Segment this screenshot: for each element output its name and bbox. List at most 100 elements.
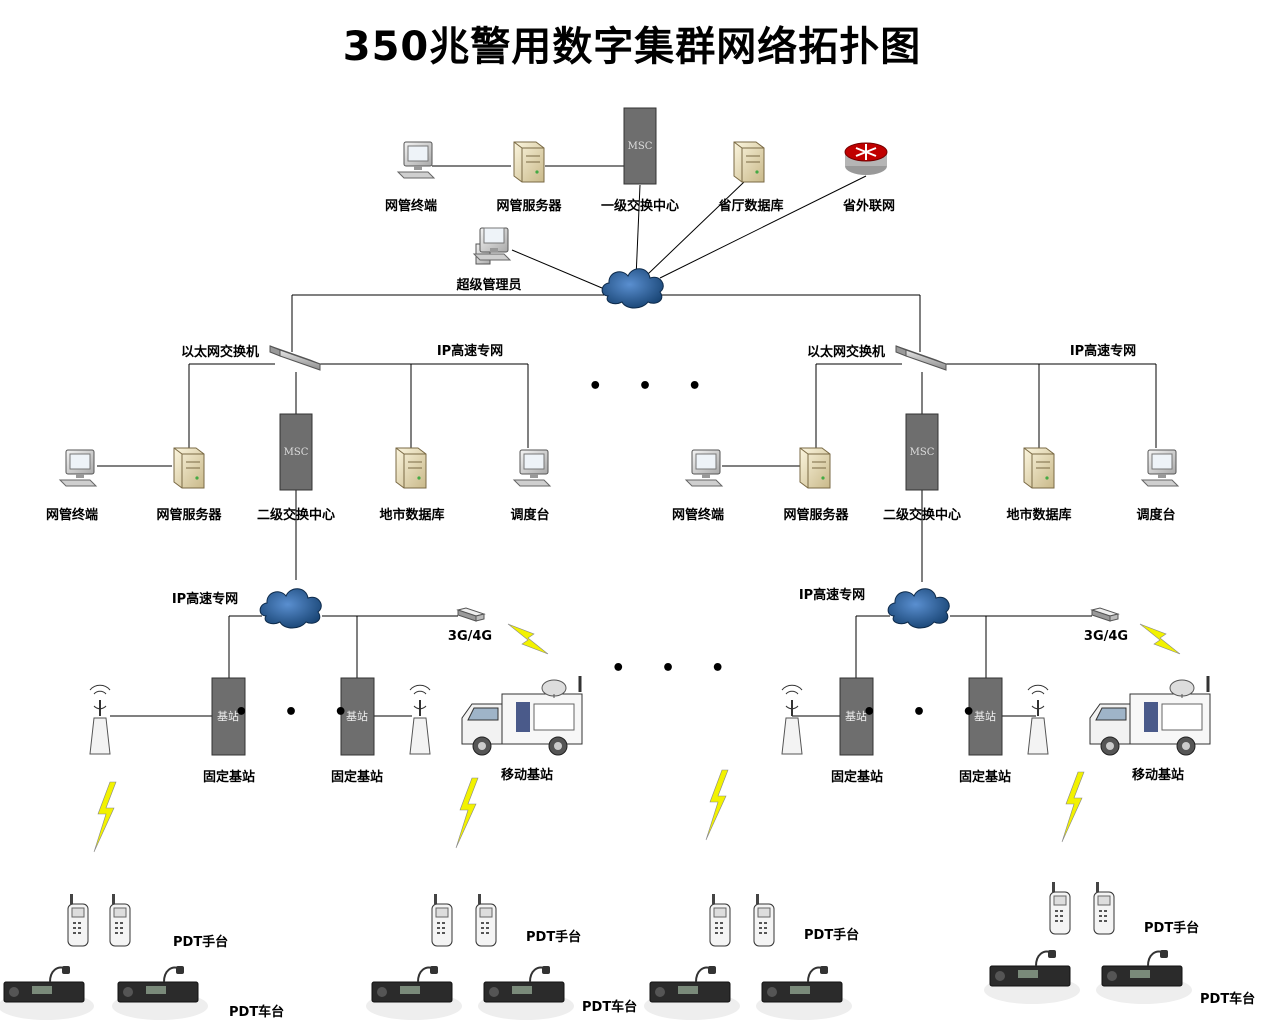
- msc-l1-box: MSC: [623, 107, 657, 185]
- pdt-vehicle-radio-icon: [644, 966, 740, 1020]
- label-nms-server: 网管服务器: [783, 508, 849, 523]
- antenna-tower-icon: [89, 684, 111, 755]
- label-city-db: 地市数据库: [1006, 508, 1072, 523]
- svg-text:MSC: MSC: [284, 447, 309, 458]
- label-fixed-bs: 固定基站: [330, 770, 384, 785]
- monitor-icon: [58, 449, 98, 487]
- msc-l2-box-left: MSC: [279, 413, 313, 491]
- label-pdt-vehicle: PDT车台: [1200, 992, 1256, 1007]
- lightning-bolt-icon: [1061, 771, 1085, 843]
- pdt-handset-icon: [431, 894, 453, 947]
- fixed-bs-box: 基站: [340, 677, 375, 756]
- label-super-admin: 超级管理员: [456, 278, 522, 293]
- monitor-icon: [512, 449, 552, 487]
- label-province-db: 省厅数据库: [718, 199, 784, 214]
- ellipsis: • • •: [862, 700, 990, 725]
- switch-icon: [269, 345, 321, 371]
- label-ip-net-lower: IP高速专网: [798, 588, 866, 603]
- fixed-bs-box: 基站: [839, 677, 874, 756]
- label-nms-server: 网管服务器: [156, 508, 222, 523]
- lightning-bolt-icon: [705, 769, 729, 841]
- msc-l2-box-right: MSC: [905, 413, 939, 491]
- label-pdt-handset: PDT手台: [1144, 921, 1200, 936]
- fixed-bs-box: 基站: [211, 677, 246, 756]
- label-external-net: 省外联网: [842, 199, 896, 214]
- svg-text:MSC: MSC: [628, 141, 653, 152]
- pdt-vehicle-radio-icon: [478, 966, 574, 1020]
- label-3g4g: 3G/4G: [447, 629, 493, 644]
- modem-icon: [456, 607, 486, 622]
- pdt-handset-icon: [1093, 882, 1115, 935]
- cloud-icon: [601, 268, 664, 309]
- modem-icon: [1090, 607, 1120, 622]
- server-icon: [513, 141, 545, 183]
- label-pdt-handset: PDT手台: [526, 930, 582, 945]
- switch-icon: [895, 345, 947, 371]
- label-fixed-bs: 固定基站: [202, 770, 256, 785]
- label-dispatch: 调度台: [510, 508, 550, 523]
- monitor-icon: [1140, 449, 1180, 487]
- label-city-db: 地市数据库: [379, 508, 445, 523]
- svg-text:基站: 基站: [346, 709, 368, 723]
- ellipsis: • • •: [611, 656, 739, 681]
- label-nms-terminal: 网管终端: [671, 508, 725, 523]
- svg-text:基站: 基站: [974, 709, 996, 723]
- server-icon: [1023, 447, 1055, 489]
- lightning-bolt-icon: [93, 781, 117, 853]
- label-mobile-bs: 移动基站: [500, 768, 554, 783]
- pdt-handset-icon: [753, 894, 775, 947]
- server-icon: [395, 447, 427, 489]
- pdt-handset-icon: [475, 894, 497, 947]
- router-icon: [844, 142, 888, 175]
- pdt-vehicle-radio-icon: [756, 966, 852, 1020]
- label-fixed-bs: 固定基站: [830, 770, 884, 785]
- pdt-handset-icon: [709, 894, 731, 947]
- label-msc-l2: 二级交换中心: [256, 508, 336, 523]
- computer-icon: [472, 227, 512, 265]
- label-ip-net: IP高速专网: [436, 344, 504, 359]
- bolt-icon: [507, 623, 549, 655]
- label-switch: 以太网交换机: [806, 345, 886, 360]
- svg-text:基站: 基站: [217, 709, 239, 723]
- lightning-bolt-icon: [455, 777, 479, 849]
- mobile-bs-truck-icon: [461, 676, 583, 756]
- label-switch: 以太网交换机: [180, 345, 260, 360]
- label-mobile-bs: 移动基站: [1131, 768, 1185, 783]
- label-pdt-handset: PDT手台: [173, 935, 229, 950]
- label-pdt-vehicle: PDT车台: [582, 1000, 638, 1015]
- label-top-nms-terminal: 网管终端: [384, 199, 438, 214]
- cloud-icon: [887, 588, 950, 629]
- pdt-vehicle-radio-icon: [984, 950, 1080, 1004]
- label-msc-l1: 一级交换中心: [600, 199, 680, 214]
- label-pdt-handset: PDT手台: [804, 928, 860, 943]
- monitor-icon: [396, 141, 436, 179]
- cloud-icon: [259, 588, 322, 629]
- pdt-handset-icon: [1049, 882, 1071, 935]
- server-icon: [799, 447, 831, 489]
- pdt-handset-icon: [67, 894, 89, 947]
- server-icon: [733, 141, 765, 183]
- pdt-vehicle-radio-icon: [1096, 950, 1192, 1004]
- label-msc-l2: 二级交换中心: [882, 508, 962, 523]
- mobile-bs-truck-icon: [1089, 676, 1211, 756]
- server-icon: [173, 447, 205, 489]
- svg-text:MSC: MSC: [910, 447, 935, 458]
- pdt-handset-icon: [109, 894, 131, 947]
- label-ip-net: IP高速专网: [1069, 344, 1137, 359]
- antenna-tower-icon: [1027, 684, 1049, 755]
- diagram-title: 350兆警用数字集群网络拓扑图: [342, 24, 922, 70]
- label-fixed-bs: 固定基站: [958, 770, 1012, 785]
- svg-text:基站: 基站: [845, 709, 867, 723]
- ellipsis: • • •: [588, 374, 716, 399]
- pdt-vehicle-radio-icon: [0, 966, 94, 1020]
- monitor-icon: [684, 449, 724, 487]
- label-3g4g: 3G/4G: [1083, 629, 1129, 644]
- label-top-nms-server: 网管服务器: [496, 199, 562, 214]
- label-dispatch: 调度台: [1136, 508, 1176, 523]
- label-nms-terminal: 网管终端: [45, 508, 99, 523]
- pdt-vehicle-radio-icon: [366, 966, 462, 1020]
- fixed-bs-box: 基站: [968, 677, 1003, 756]
- pdt-vehicle-radio-icon: [112, 966, 208, 1020]
